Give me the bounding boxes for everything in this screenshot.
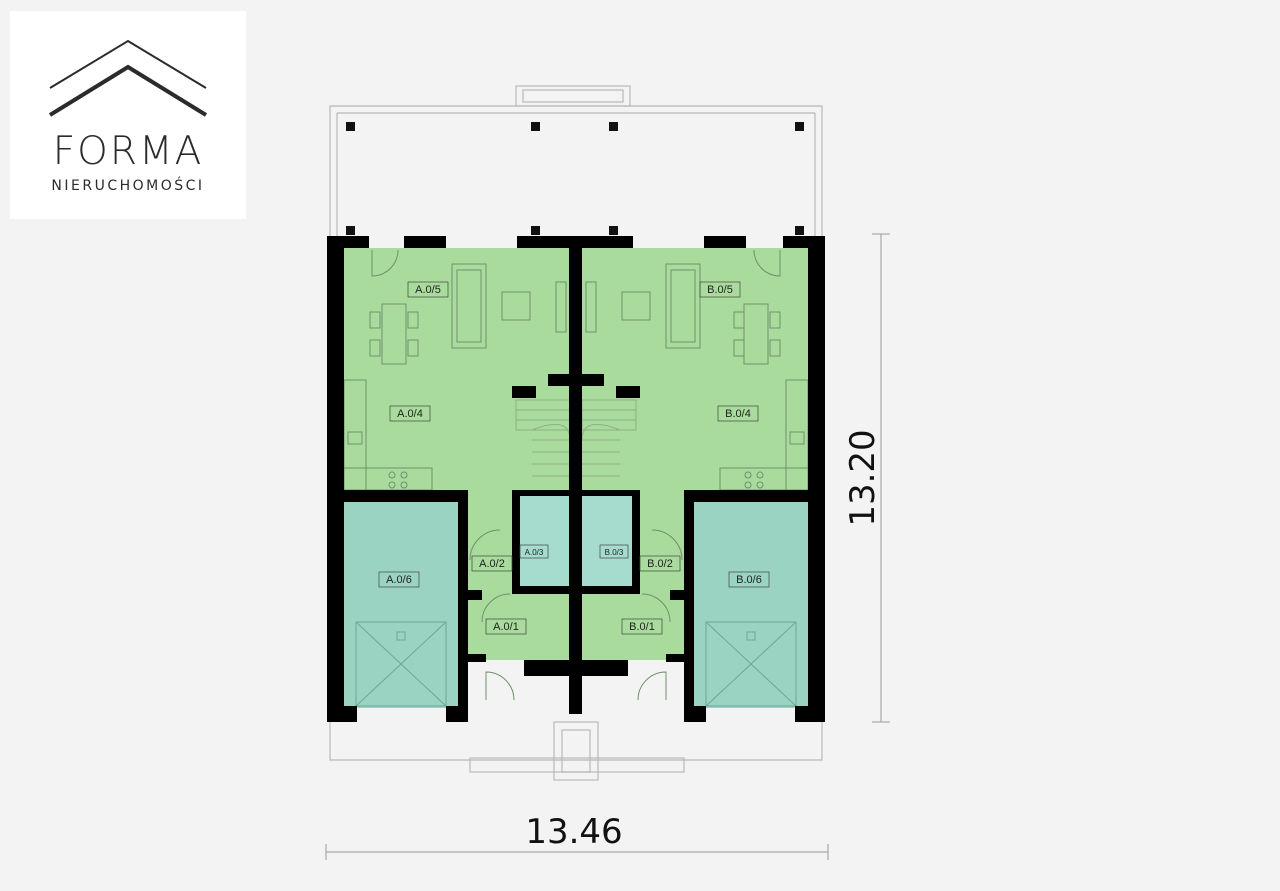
logo-title: FORMA <box>52 129 204 174</box>
room-label-a04: A.0/4 <box>397 408 423 420</box>
room-label-b01: B.0/1 <box>629 621 655 633</box>
garages <box>344 502 808 708</box>
room-label-a01: A.0/1 <box>493 621 519 633</box>
room-label-a02: A.0/2 <box>479 558 505 570</box>
room-label-a05: A.0/5 <box>415 284 441 296</box>
logo-subtitle: NIERUCHOMOŚCI <box>51 178 205 194</box>
terrace-bottom <box>329 720 823 781</box>
garage-door-markings <box>355 621 797 707</box>
room-label-a03: A.0/3 <box>525 548 544 557</box>
room-label-b02: B.0/2 <box>647 558 673 570</box>
staircase <box>515 399 637 477</box>
dimension-height: 13.20 <box>843 233 890 723</box>
dimension-width: 13.46 <box>325 812 829 860</box>
height-label: 13.20 <box>843 429 883 526</box>
room-label-b05: B.0/5 <box>707 284 733 296</box>
width-label: 13.46 <box>525 812 622 852</box>
terrace-top <box>329 85 823 236</box>
room-label-b04: B.0/4 <box>725 408 751 420</box>
walls <box>327 236 825 722</box>
room-label-b03: B.0/3 <box>605 548 624 557</box>
room-label-b06: B.0/6 <box>736 574 762 586</box>
bathrooms <box>520 496 632 586</box>
pergola-posts <box>346 122 804 235</box>
room-labels: A.0/5 A.0/4 A.0/6 A.0/3 A.0/2 A.0/1 B.0/… <box>378 281 770 635</box>
company-logo: FORMA NIERUCHOMOŚCI <box>10 11 246 219</box>
roof-logo-icon <box>48 39 208 117</box>
room-label-a06: A.0/6 <box>386 574 412 586</box>
door-swings <box>371 249 781 701</box>
